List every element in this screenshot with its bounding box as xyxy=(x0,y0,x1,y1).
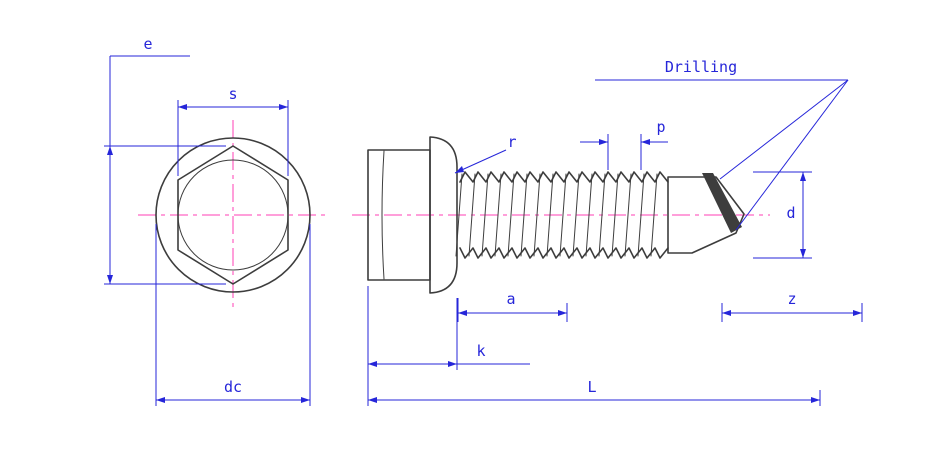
hex-inscribed-circle xyxy=(177,159,289,271)
thread-crest-top xyxy=(459,171,669,183)
arrowhead xyxy=(558,310,567,316)
arrowhead xyxy=(641,139,650,145)
arrowhead xyxy=(156,397,165,403)
arrowhead xyxy=(853,310,862,316)
hex-facet-line xyxy=(381,150,385,280)
arrowhead xyxy=(722,310,731,316)
arrowhead xyxy=(599,139,608,145)
dim-r-leader xyxy=(454,149,507,174)
arrowhead xyxy=(178,104,187,110)
dim-label-L: L xyxy=(587,378,596,396)
dim-label-r: r xyxy=(507,133,516,151)
centerlines xyxy=(138,120,770,310)
arrowhead xyxy=(301,397,310,403)
arrowhead xyxy=(458,310,467,316)
drilling-annotation-label: Drilling xyxy=(665,58,737,76)
arrowhead xyxy=(107,146,113,155)
drill-flute xyxy=(702,173,742,233)
dim-label-d: d xyxy=(786,204,795,222)
dim-label-p: p xyxy=(656,118,665,136)
hex-outline xyxy=(177,145,289,285)
dimension-labels: e s dc r p d a z k L Drilling xyxy=(143,35,796,396)
arrowhead xyxy=(368,397,377,403)
flange-circle xyxy=(155,137,311,293)
arrowhead xyxy=(279,104,288,110)
thread-flank-lines xyxy=(455,173,658,257)
drill-point-outline xyxy=(667,176,745,254)
screw-outline xyxy=(155,136,745,294)
dim-label-s: s xyxy=(228,85,237,103)
arrowhead xyxy=(455,166,464,173)
dim-label-e: e xyxy=(143,35,152,53)
dim-label-z: z xyxy=(787,290,796,308)
arrowhead xyxy=(368,361,377,367)
dim-label-a: a xyxy=(506,290,515,308)
drilling-leader-1 xyxy=(719,79,849,180)
dim-label-k: k xyxy=(476,342,485,360)
arrowhead xyxy=(800,172,806,181)
dim-label-dc: dc xyxy=(224,378,242,396)
arrowhead xyxy=(107,275,113,284)
arrowhead xyxy=(811,397,820,403)
flange-washer xyxy=(429,136,458,294)
dimension-arrowheads xyxy=(107,104,862,403)
drilling-leader-2 xyxy=(735,79,849,231)
thread-crest-bottom xyxy=(459,247,669,259)
arrowhead xyxy=(800,249,806,258)
arrowhead xyxy=(448,361,457,367)
